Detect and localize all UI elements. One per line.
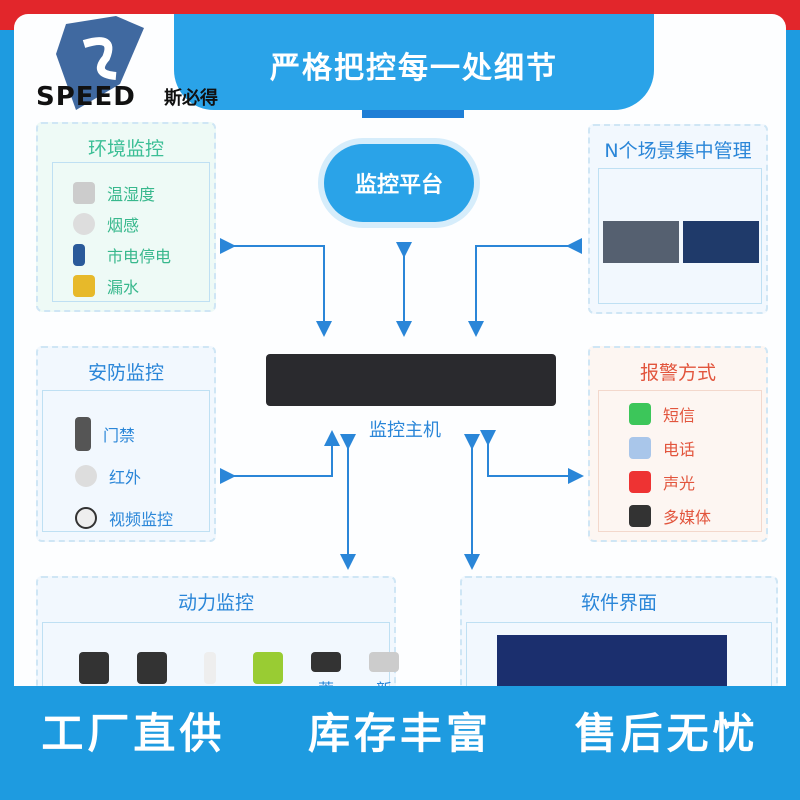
smoke-detector-icon xyxy=(73,212,95,235)
data-center-image xyxy=(683,221,759,263)
battery-icon xyxy=(311,652,341,672)
sms-icon xyxy=(629,403,651,425)
monitoring-platform-cloud: 监控平台 xyxy=(324,144,474,222)
alarm-methods-box: 报警方式 短信 电话 声光 多媒体 xyxy=(588,346,768,542)
box-title: N个场景集中管理 xyxy=(604,140,752,162)
power-device: U xyxy=(78,652,110,686)
ups-icon xyxy=(79,652,109,684)
power-device: 蓄 xyxy=(310,652,342,686)
alarm-light-icon xyxy=(629,471,651,493)
diagram-panel: 严格把控每一处细节 监控平台 监控主机 环境监控 温湿度 烟感 市电停电 漏水 … xyxy=(14,14,786,686)
box-title: 软件界面 xyxy=(580,592,657,614)
list-item: 漏水 xyxy=(107,277,140,297)
list-item: 温湿度 xyxy=(107,184,156,204)
power-monitoring-box: 动力监控 U 精 普 三 蓄 新 xyxy=(36,576,399,686)
meter-icon xyxy=(253,652,283,684)
list-item: 市电停电 xyxy=(107,246,172,266)
precision-ac-icon xyxy=(137,652,167,684)
host-label: 监控主机 xyxy=(369,420,441,441)
power-device: 三 xyxy=(252,652,284,686)
list-item: 红外 xyxy=(109,468,142,487)
box-title: 环境监控 xyxy=(87,138,164,160)
list-item: 电话 xyxy=(663,440,696,459)
slogan: 库存丰富 xyxy=(307,709,492,758)
list-item: 门禁 xyxy=(103,426,136,445)
software-screenshot xyxy=(497,635,727,686)
scene-management-box: N个场景集中管理 xyxy=(588,124,768,314)
page-title: 严格把控每一处细节 xyxy=(174,14,654,110)
connection-arrows xyxy=(220,238,584,570)
phone-icon xyxy=(629,437,651,459)
brand-name-cn: 斯必得 xyxy=(164,88,218,109)
box-title: 报警方式 xyxy=(639,362,716,384)
ac-icon xyxy=(204,652,216,684)
slogan: 售后无忧 xyxy=(574,709,759,758)
water-leak-icon xyxy=(73,274,95,297)
server-room-image xyxy=(603,221,679,263)
slogan: 工厂直供 xyxy=(41,709,226,758)
box-title: 动力监控 xyxy=(177,592,254,614)
environment-monitoring-box: 环境监控 温湿度 烟感 市电停电 漏水 xyxy=(36,122,216,312)
power-device: 新 xyxy=(368,652,400,686)
list-item: 烟感 xyxy=(107,215,140,235)
camera-icon xyxy=(75,507,97,529)
list-item: 多媒体 xyxy=(663,508,712,527)
footer-slogans: 工厂直供 库存丰富 售后无忧 xyxy=(0,700,800,761)
speed-logo-shield xyxy=(56,16,144,110)
list-item: 视频监控 xyxy=(109,510,174,529)
list-item: 短信 xyxy=(663,406,696,425)
power-device: 精 xyxy=(136,652,168,686)
box-title: 安防监控 xyxy=(87,362,164,384)
thermometer-icon xyxy=(73,181,95,204)
brand-name: SPEED xyxy=(36,82,136,112)
access-control-icon xyxy=(75,417,91,451)
fresh-air-icon xyxy=(369,652,399,672)
multimedia-icon xyxy=(629,505,651,527)
power-device: 普 xyxy=(194,652,226,686)
infrared-sensor-icon xyxy=(75,465,97,487)
security-monitoring-box: 安防监控 门禁 红外 视频监控 xyxy=(36,346,216,542)
monitoring-host-device xyxy=(266,354,556,406)
power-sensor-icon xyxy=(73,243,85,266)
software-interface-box: 软件界面 xyxy=(460,576,778,686)
list-item: 声光 xyxy=(663,474,696,493)
